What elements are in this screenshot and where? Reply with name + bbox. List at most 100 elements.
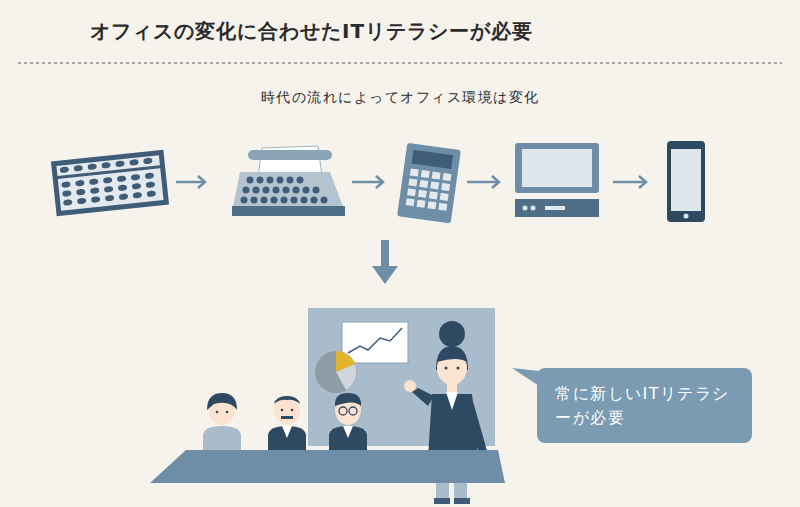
audience-figure-part	[329, 426, 367, 452]
flow-arrow-part	[467, 181, 499, 184]
presentation-board-part	[315, 351, 357, 393]
calculator-icon-part-part	[441, 183, 450, 191]
flow-arrow-part	[176, 181, 205, 184]
calculator-icon-part-part	[427, 201, 436, 209]
presenter-figure-part	[437, 348, 467, 362]
typewriter-icon-part-part	[267, 177, 274, 184]
typewriter-icon-part-part	[251, 197, 258, 204]
typewriter-icon-part-part	[301, 197, 308, 204]
typewriter-icon-part-part	[243, 187, 250, 194]
abacus-icon-part-part	[89, 178, 99, 185]
audience-figure	[203, 393, 367, 452]
typewriter-icon-part-part	[303, 187, 310, 194]
calculator-icon-part-part	[418, 190, 427, 198]
calculator-icon-part-part	[408, 178, 417, 186]
typewriter-icon-part-part	[271, 197, 278, 204]
smartphone-icon-part	[671, 149, 701, 211]
typewriter-icon-part	[248, 150, 332, 160]
flow-arrow-part	[639, 176, 646, 188]
abacus-icon-part-part	[129, 159, 139, 166]
calculator-icon-part-part	[419, 180, 428, 188]
presentation-board-part	[348, 328, 402, 353]
calculator-icon-part-part	[432, 172, 441, 180]
calculator-icon-part	[406, 168, 452, 210]
presentation-board-part	[336, 364, 357, 390]
audience-figure-part	[335, 393, 361, 406]
abacus-icon-part-part	[60, 166, 70, 173]
calculator-icon-part	[412, 150, 454, 169]
audience-figure-part	[291, 409, 294, 412]
down-arrow-part	[372, 266, 398, 284]
audience-figure-part	[226, 411, 229, 414]
abacus-icon-part-part	[87, 163, 97, 170]
calculator-icon-part-part	[406, 198, 415, 206]
speech-bubble: 常に新しいITリテラシーが必要	[537, 368, 752, 443]
diagram-title: オフィスの変化に合わせたITリテラシーが必要	[90, 18, 533, 45]
abacus-icon-part-part	[62, 190, 72, 197]
abacus-icon-part-part	[76, 189, 86, 196]
flow-arrow-part	[352, 181, 383, 184]
audience-figure-part	[216, 411, 219, 414]
abacus-icon-part-part	[75, 180, 85, 187]
audience-figure-part	[268, 426, 306, 452]
abacus-icon-part-part	[118, 184, 128, 191]
abacus-icon-part-part	[101, 162, 111, 169]
abacus-icon-part-part	[91, 196, 101, 203]
computer-icon-part	[545, 206, 565, 210]
presenter-figure-part	[412, 388, 434, 406]
abacus-icon-part-part	[77, 198, 87, 205]
calculator-icon-part-part	[417, 200, 426, 208]
computer-icon-part	[523, 206, 528, 211]
abacus-icon-part-part	[133, 192, 143, 199]
typewriter-icon-part-part	[291, 197, 298, 204]
presenter-figure-part	[454, 498, 470, 504]
typewriter-icon-part-part	[263, 187, 270, 194]
typewriter-icon-part	[232, 206, 345, 216]
audience-figure-part	[274, 396, 300, 404]
divider	[18, 63, 782, 64]
audience-figure-part	[349, 407, 357, 415]
abacus-icon-part-part	[146, 181, 156, 188]
presenter-figure-part	[446, 392, 458, 410]
abacus-icon	[54, 152, 167, 213]
typewriter-icon-part-part	[311, 197, 318, 204]
typewriter-icon-part-part	[297, 177, 304, 184]
calculator-icon-part-part	[429, 191, 438, 199]
typewriter-icon	[232, 146, 345, 216]
flow-arrow-part	[198, 176, 205, 188]
abacus-icon-part-part	[145, 172, 155, 179]
audience-figure-part	[339, 407, 347, 415]
smartphone-icon	[667, 141, 705, 222]
calculator-icon-part-part	[438, 203, 447, 211]
presentation-board-part	[342, 322, 408, 363]
abacus-icon-part-part	[63, 199, 73, 206]
audience-figure-part	[343, 426, 353, 438]
typewriter-icon-part-part	[281, 197, 288, 204]
presenter-figure-part	[439, 321, 465, 347]
computer-icon-part	[531, 206, 536, 211]
typewriter-icon-part-part	[253, 187, 260, 194]
computer-icon-part	[515, 143, 599, 193]
audience-figure-part	[282, 426, 292, 438]
presenter-figure-part	[445, 367, 448, 370]
computer-icon-part	[515, 199, 599, 217]
presenter-figure-part	[404, 380, 416, 392]
typewriter-icon-part-part	[287, 177, 294, 184]
abacus-icon-part-part	[117, 175, 127, 182]
abacus-icon-part-part	[131, 174, 141, 181]
calculator-icon-part-part	[410, 168, 419, 176]
typewriter-icon-part	[241, 177, 328, 204]
audience-figure-part	[207, 393, 237, 410]
typewriter-icon-part-part	[293, 187, 300, 194]
abacus-icon-part-part	[73, 165, 83, 172]
abacus-icon-part-part	[115, 160, 125, 167]
calculator-icon	[397, 143, 461, 224]
flow-arrow-part	[492, 176, 499, 188]
flow-arrow-part	[613, 181, 646, 184]
typewriter-icon-part-part	[283, 187, 290, 194]
abacus-icon-part-part	[90, 187, 100, 194]
calculator-icon-part-part	[443, 173, 452, 181]
presenter-figure-part	[457, 367, 460, 370]
audience-figure-part	[274, 395, 300, 425]
typewriter-icon-part-part	[273, 187, 280, 194]
